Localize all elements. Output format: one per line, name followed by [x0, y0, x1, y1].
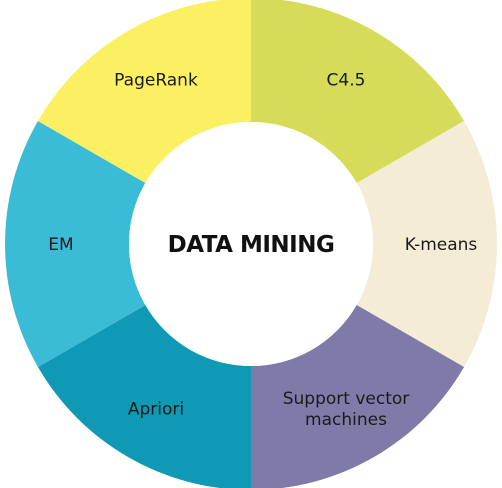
- segment-label-0: C4.5: [327, 70, 366, 90]
- segment-5: [37, 0, 251, 183]
- segment-0: [251, 0, 465, 183]
- segment-label-4: EM: [48, 235, 73, 255]
- segment-label-5: PageRank: [114, 70, 198, 90]
- segment-2: [251, 305, 465, 488]
- segment-4: [4, 121, 146, 367]
- segment-label-3: Apriori: [128, 400, 184, 420]
- segment-label-1: K-means: [405, 235, 478, 255]
- center-circle: [129, 122, 373, 366]
- segment-1: [356, 121, 497, 367]
- segment-3: [37, 305, 251, 488]
- center-title: DATA MINING: [168, 232, 335, 258]
